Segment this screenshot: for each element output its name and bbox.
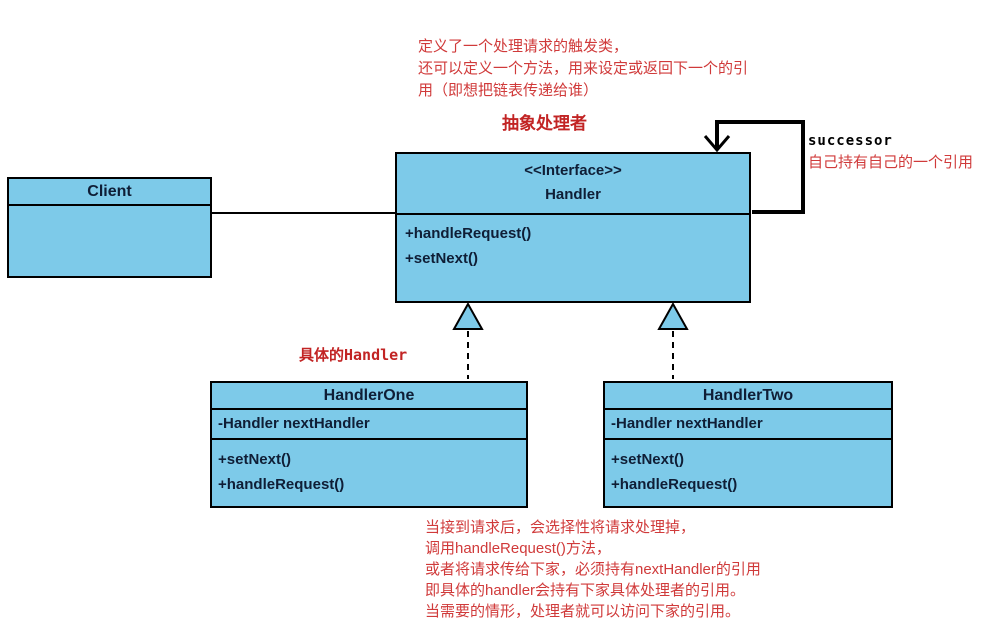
bottom-annotation-line: 即具体的handler会持有下家具体处理者的引用。 bbox=[425, 582, 746, 599]
self-association-arrowhead-icon bbox=[703, 135, 731, 153]
class-method: +setNext() bbox=[611, 451, 684, 468]
top-annotation-line: 用（即想把链表传递给谁） bbox=[418, 82, 599, 99]
generalization-triangle-handler-two bbox=[657, 301, 689, 330]
class-title-block: <<Interface>> Handler bbox=[397, 154, 749, 215]
class-attribute: -Handler nextHandler bbox=[605, 410, 891, 440]
client-class-box: Client bbox=[7, 177, 212, 278]
class-method: +setNext() bbox=[405, 250, 478, 267]
generalization-triangle-handler-one bbox=[452, 301, 484, 330]
class-method: +handleRequest() bbox=[611, 476, 738, 493]
class-title: HandlerTwo bbox=[605, 383, 891, 410]
handler-interface-box: <<Interface>> Handler +handleRequest() +… bbox=[395, 152, 751, 303]
class-methods: +handleRequest() +setNext() bbox=[397, 215, 749, 277]
class-title: HandlerOne bbox=[212, 383, 526, 410]
top-annotation: 定义了一个处理请求的触发类， 还可以定义一个方法，用来设定或返回下一个的引 用（… bbox=[418, 36, 748, 102]
handler-two-class-box: HandlerTwo -Handler nextHandler +setNext… bbox=[603, 381, 893, 508]
class-stereotype: <<Interface>> bbox=[524, 162, 622, 179]
class-attribute: -Handler nextHandler bbox=[212, 410, 526, 440]
top-annotation-line: 还可以定义一个方法，用来设定或返回下一个的引 bbox=[418, 60, 749, 77]
abstract-handler-label: 抽象处理者 bbox=[502, 114, 587, 133]
class-title: Client bbox=[9, 179, 210, 206]
bottom-annotation: 当接到请求后，会选择性将请求处理掉， 调用handleRequest()方法， … bbox=[425, 517, 761, 622]
concrete-handler-label: 具体的Handler bbox=[299, 346, 408, 364]
class-title: Handler bbox=[545, 186, 601, 203]
class-method: +handleRequest() bbox=[218, 476, 345, 493]
class-methods: +setNext() +handleRequest() bbox=[212, 440, 526, 504]
bottom-annotation-line: 当接到请求后，会选择性将请求处理掉， bbox=[425, 519, 696, 536]
class-body-empty bbox=[9, 206, 210, 218]
handler-one-class-box: HandlerOne -Handler nextHandler +setNext… bbox=[210, 381, 528, 508]
successor-role-label: successor bbox=[808, 133, 893, 149]
class-method: +handleRequest() bbox=[405, 225, 532, 242]
class-method: +setNext() bbox=[218, 451, 291, 468]
class-methods: +setNext() +handleRequest() bbox=[605, 440, 891, 504]
bottom-annotation-line: 或者将请求传给下家，必须持有nextHandler的引用 bbox=[425, 561, 761, 578]
self-reference-annotation: 自己持有自己的一个引用 bbox=[808, 154, 974, 171]
top-annotation-line: 定义了一个处理请求的触发类， bbox=[418, 38, 629, 55]
bottom-annotation-line: 调用handleRequest()方法， bbox=[425, 540, 611, 557]
bottom-annotation-line: 当需要的情形，处理者就可以访问下家的引用。 bbox=[425, 603, 741, 620]
